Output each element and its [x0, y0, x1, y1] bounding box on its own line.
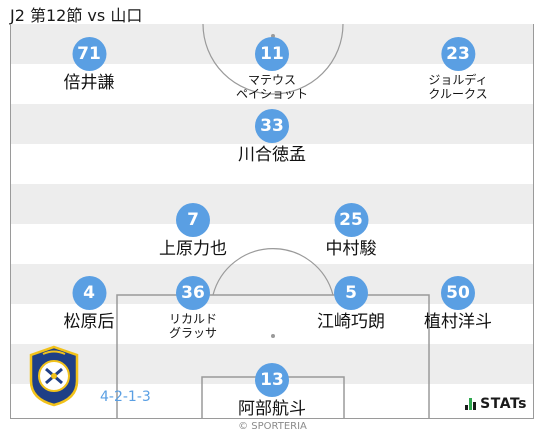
jersey-number-badge: 11	[254, 37, 289, 71]
jersey-number-badge: 7	[176, 203, 210, 237]
penalty-area	[116, 294, 430, 418]
match-title: J2 第12節 vs 山口	[10, 6, 143, 25]
jersey-number-badge: 36	[175, 276, 210, 310]
jersey-number-badge: 23	[441, 37, 475, 71]
player-token[interactable]: 11 マテウス ペイショット	[236, 37, 308, 102]
formation-label: 4-2-1-3	[100, 389, 151, 405]
jersey-number-badge: 50	[441, 276, 475, 310]
player-name: 川合徳孟	[238, 145, 306, 165]
jersey-number-badge: 25	[334, 203, 368, 237]
player-token[interactable]: 50 植村洋斗	[424, 276, 492, 333]
player-name: リカルド グラッサ	[168, 312, 218, 340]
player-name: 江崎巧朗	[317, 312, 385, 332]
jersey-number-badge: 71	[72, 37, 106, 71]
pitch-stripe	[11, 184, 533, 224]
penalty-arc	[212, 248, 334, 296]
stats-logo: STATs	[465, 396, 527, 412]
player-name: マテウス ペイショット	[235, 73, 309, 101]
penalty-spot	[271, 334, 275, 338]
stats-logo-text: STATs	[480, 396, 527, 412]
jersey-number-badge: 13	[255, 363, 289, 397]
player-name: 阿部航斗	[238, 399, 306, 419]
jersey-number-badge: 33	[255, 109, 289, 143]
player-token[interactable]: 13 阿部航斗	[238, 363, 306, 420]
team-crest-icon	[29, 345, 79, 407]
player-name: 松原后	[63, 312, 115, 332]
stats-bars-icon	[465, 398, 477, 410]
player-name: 上原力也	[159, 239, 227, 259]
center-circle-arc	[202, 24, 344, 95]
player-name: 倍井謙	[63, 73, 115, 93]
player-name: 中村駿	[325, 239, 377, 259]
player-token[interactable]: 71 倍井謙	[64, 37, 115, 94]
player-token[interactable]: 33 川合徳孟	[238, 109, 306, 166]
jersey-number-badge: 4	[72, 276, 106, 310]
player-token[interactable]: 4 松原后	[64, 276, 115, 333]
copyright-text: © SPORTERIA	[238, 421, 307, 432]
player-name: ジョルディ クルークス	[428, 73, 488, 101]
jersey-number-badge: 5	[334, 276, 368, 310]
player-token[interactable]: 36 リカルド グラッサ	[169, 276, 217, 341]
player-token[interactable]: 5 江崎巧朗	[317, 276, 385, 333]
player-name: 植村洋斗	[424, 312, 492, 332]
player-token[interactable]: 7 上原力也	[159, 203, 227, 260]
player-token[interactable]: 25 中村駿	[326, 203, 377, 260]
player-token[interactable]: 23 ジョルディ クルークス	[428, 37, 488, 102]
